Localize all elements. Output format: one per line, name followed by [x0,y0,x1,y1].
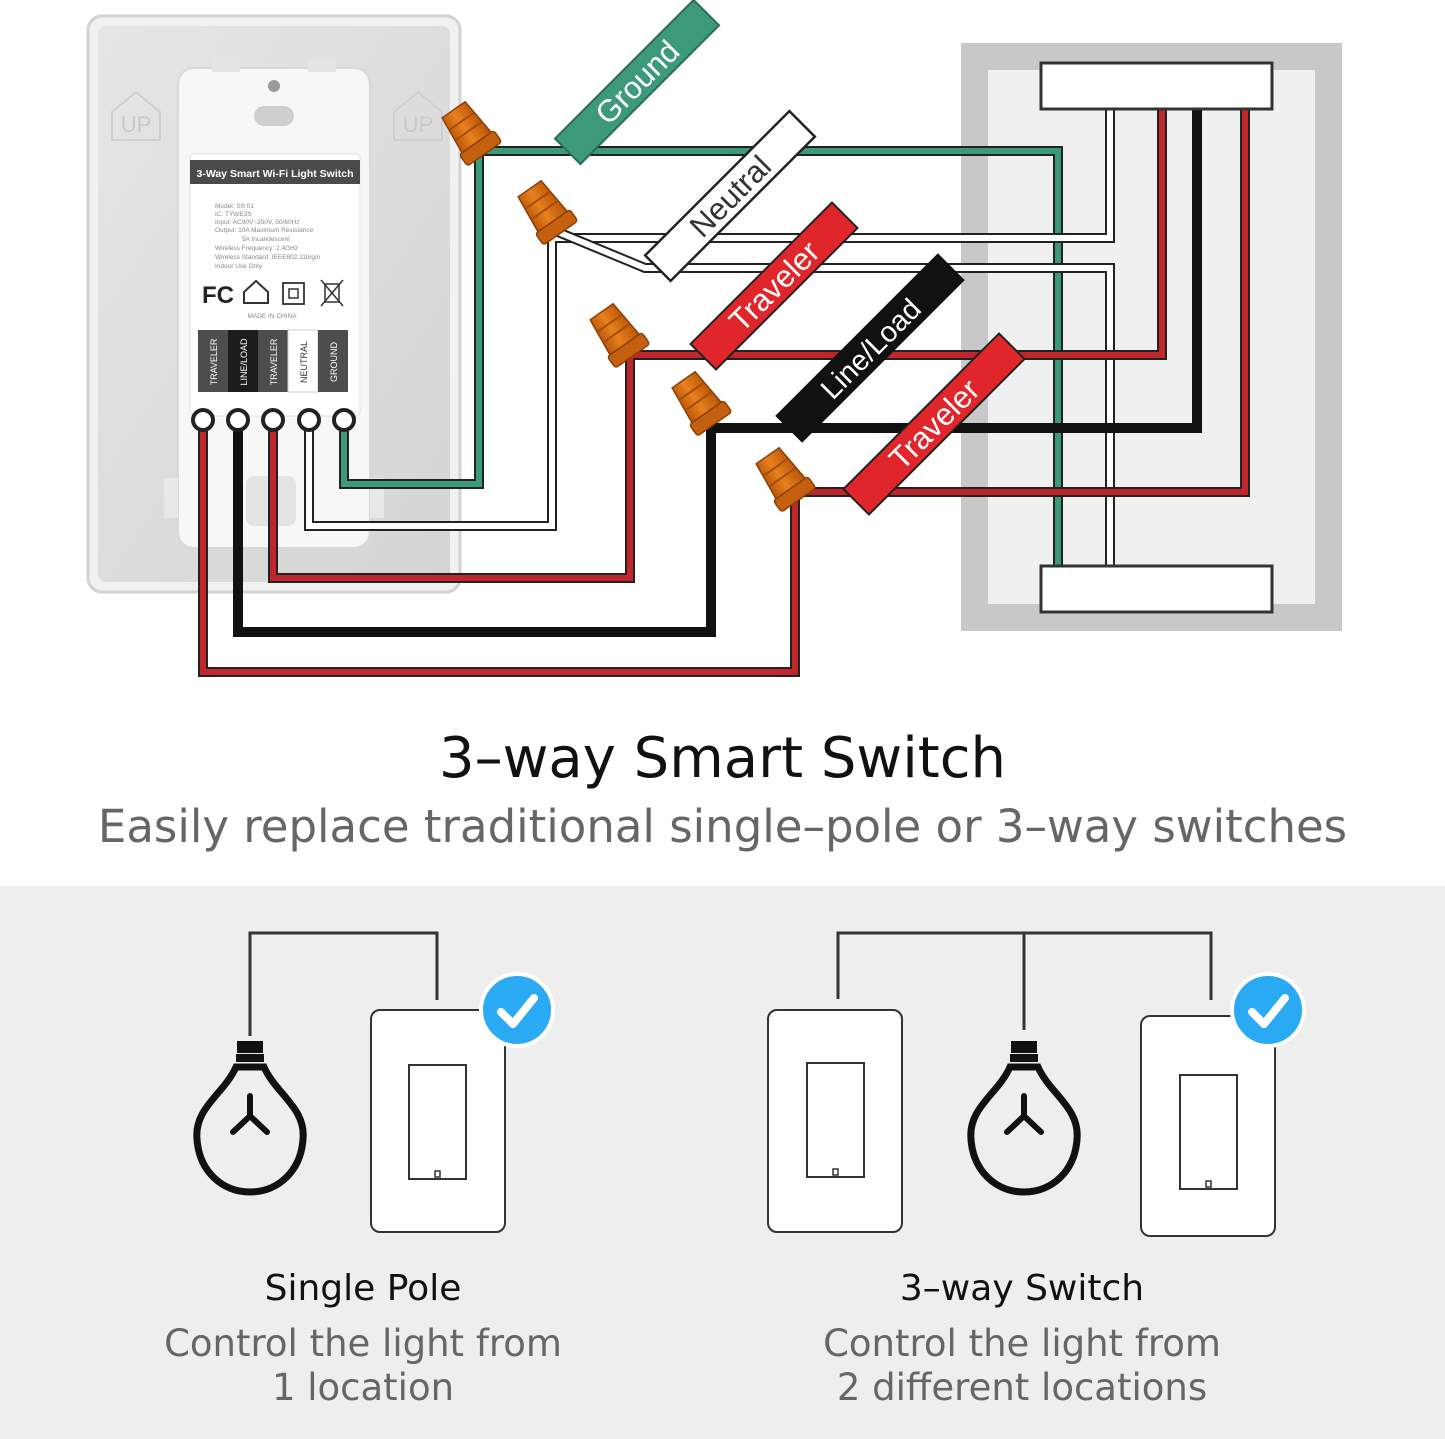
wall-switch-icon [1140,1015,1276,1237]
three-way-option [767,931,1306,1237]
main-subtitle: Easily replace traditional single–pole o… [97,800,1348,853]
terminal-label: GROUND [329,342,339,382]
spec-line: Wireless Frequency: 2.4GHz [215,245,298,252]
light-bulb-icon [193,1041,307,1196]
home-icon [243,279,269,304]
ground-tag-label: Ground [588,33,686,131]
option-desc-single-pole-line2: 1 location [271,1366,455,1409]
checkmark-icon [1230,972,1306,1048]
plate-mark-left: UP [121,112,152,137]
installation-options [193,931,1306,1237]
terminal-label: LINE/LOAD [239,338,249,386]
terminal-label: NEUTRAL [299,341,309,383]
device-label-title: 3-Way Smart Wi-Fi Light Switch [196,168,353,180]
wire-nut-traveler-2 [749,442,817,514]
option-title-single-pole: Single Pole [264,1268,462,1309]
line-load-wire [233,108,1202,637]
spec-line: Wireless Standard: IEEE802.11b/g/n [215,254,321,261]
ground-tag: Ground [553,0,721,166]
wiring-diagram: UP UP 3-Way Smart Wi-Fi Light Switch Mod… [86,0,1342,677]
circuit-wire [248,931,439,1036]
neutral-tag-label: Neutral [683,149,778,244]
option-desc-three-way-line2: 2 different locations [836,1366,1208,1409]
switch-terminals [191,408,356,432]
option-desc-three-way-line1: Control the light from [823,1322,1221,1365]
checkmark-icon [479,972,555,1048]
device-spec-lines: Model: SS 01 IC: TYWE3S Input: AC90V~250… [215,203,321,270]
fcc-mark: FC [202,282,234,309]
spec-line: Indoor Use Only [215,263,263,270]
made-in-label: MADE IN CHINA [247,313,297,320]
light-fixture-box [961,43,1342,631]
light-bulb-icon [967,1041,1081,1196]
spec-line: Model: SS 01 [215,203,254,210]
neutral-wire [304,108,1115,568]
ground-wire [339,146,1063,568]
traveler-wire-2 [198,108,1250,677]
option-title-three-way: 3–way Switch [899,1268,1145,1309]
weee-bin-icon [320,279,344,307]
fixture-terminal-bar-bottom [1039,564,1274,614]
smart-switch-module: 3-Way Smart Wi-Fi Light Switch Model: SS… [164,58,384,549]
traveler-wire-1 [268,108,1167,583]
spec-line: 5A Incandescent [242,236,290,243]
double-insulation-icon [282,282,305,305]
wall-switch-icon [370,1009,506,1233]
spec-line: Output: 10A Maximum Resistance [215,227,314,234]
main-title: 3–way Smart Switch [438,726,1007,791]
single-pole-option [193,931,555,1233]
traveler-tag-1-label: Traveler [722,234,826,338]
terminal-label: TRAVELER [209,338,219,385]
spec-line: IC: TYWE3S [215,211,252,218]
fixture-terminal-bar-top [1039,61,1274,111]
wall-switch-icon [767,1009,903,1233]
line-load-tag-label: Line/Load [815,293,928,406]
spec-line: Input: AC90V~250V, 50/60Hz [215,219,300,226]
plate-mark-right: UP [403,112,434,137]
option-desc-single-pole-line1: Control the light from [164,1322,562,1365]
terminal-label: TRAVELER [269,338,279,385]
